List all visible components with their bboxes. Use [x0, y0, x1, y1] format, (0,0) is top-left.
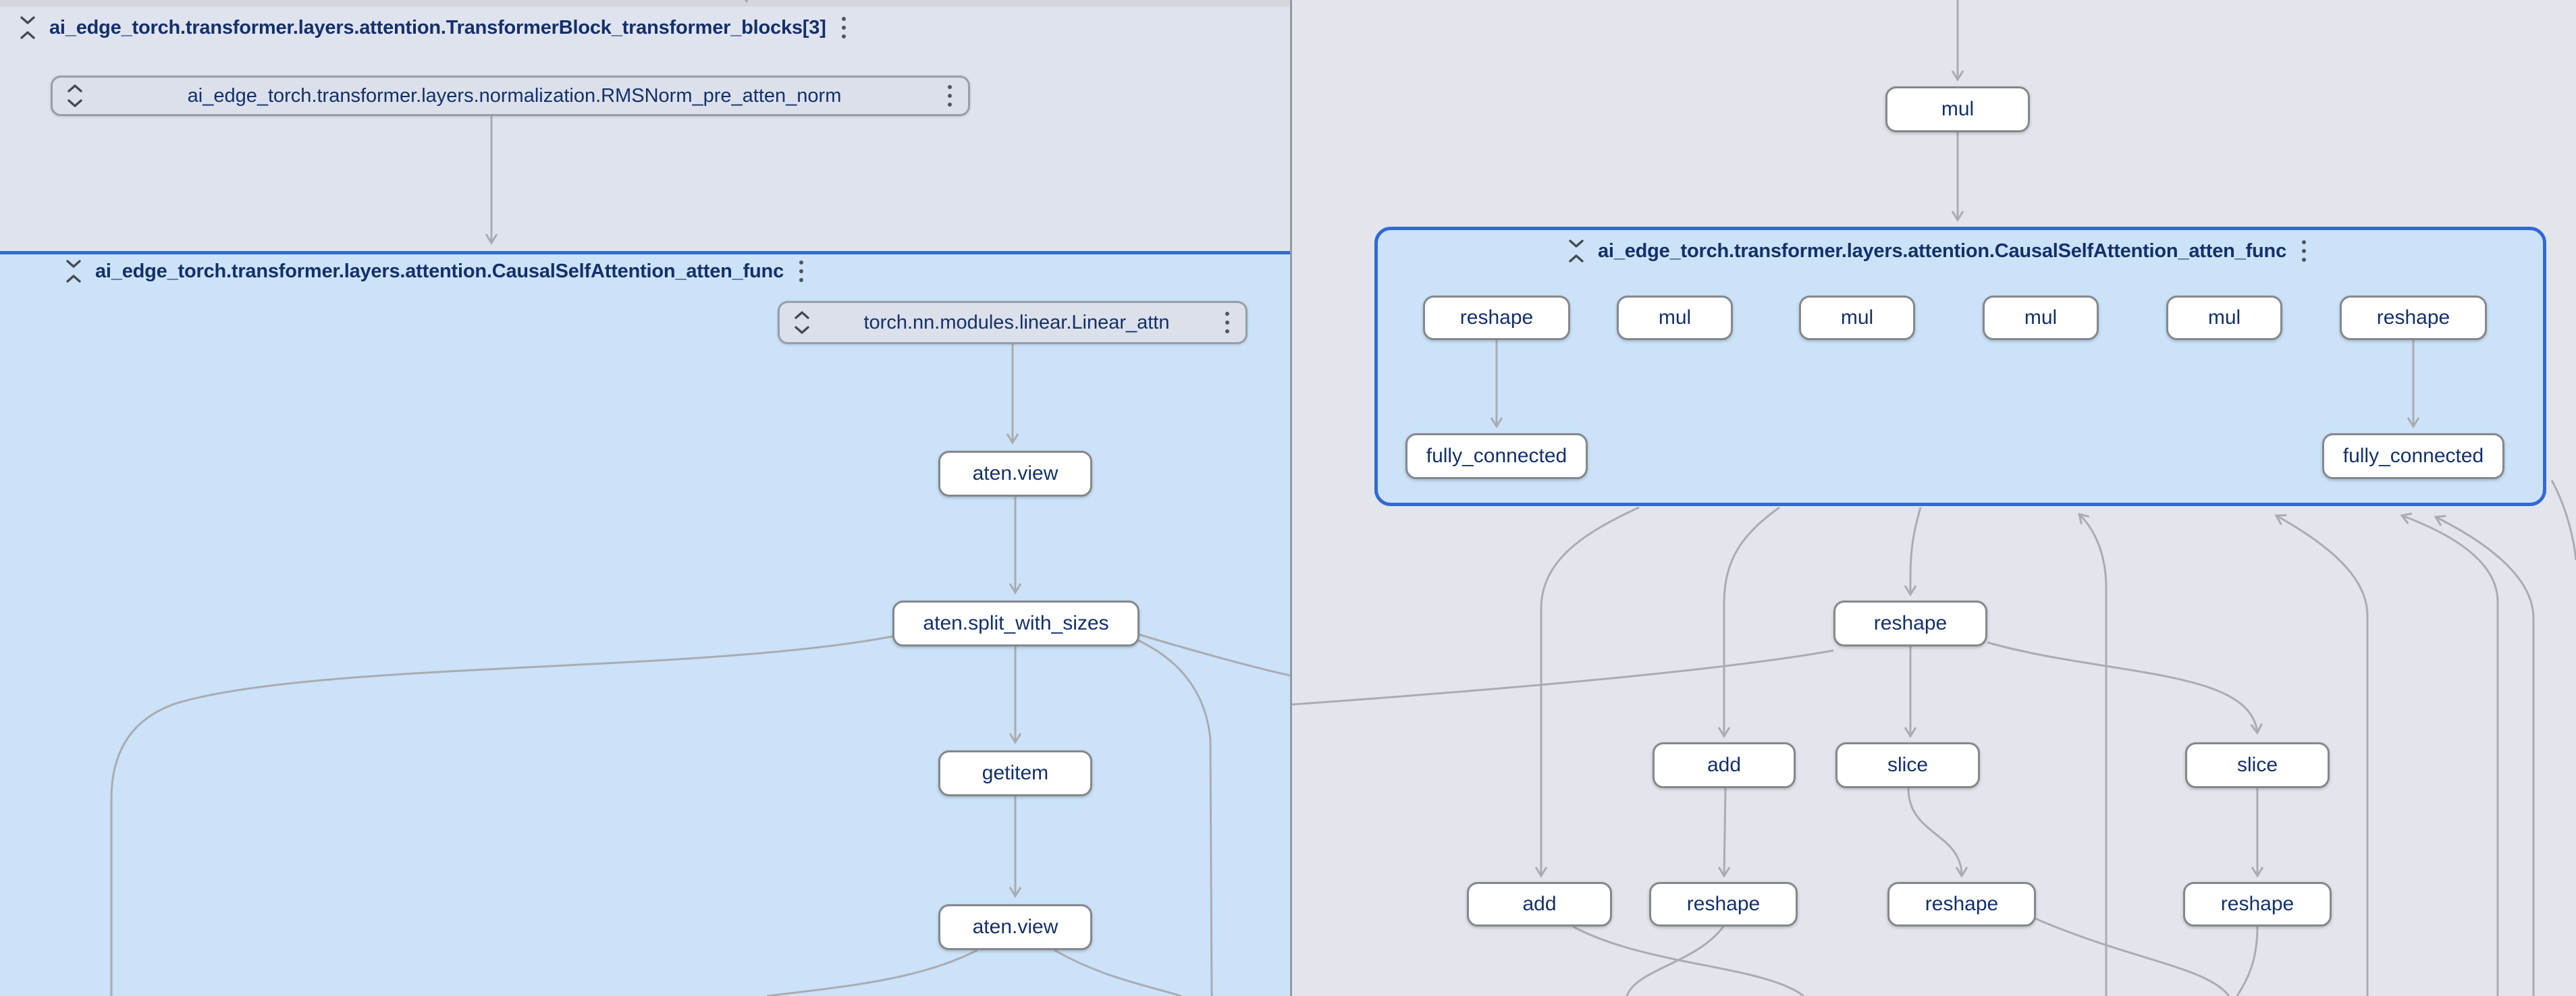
- op-node-add-bottomleft[interactable]: add: [1467, 882, 1612, 926]
- op-node-reshape-b2[interactable]: reshape: [1649, 882, 1798, 926]
- op-node-label: reshape: [1925, 893, 1999, 915]
- op-node-aten-split-with-sizes[interactable]: aten.split_with_sizes: [892, 601, 1139, 646]
- right-pane-edges: [1291, 0, 2576, 996]
- collapsed-node-rmsnorm[interactable]: ai_edge_torch.transformer.layers.normali…: [51, 76, 970, 116]
- edge-up-into-group-4: [2434, 515, 2535, 996]
- op-node-label: getitem: [982, 762, 1049, 784]
- op-node-mul-1[interactable]: mul: [1617, 296, 1733, 340]
- expand-icon[interactable]: [63, 82, 86, 110]
- op-node-label: mul: [2207, 306, 2241, 329]
- op-node-label: aten.split_with_sizes: [923, 612, 1109, 634]
- edge-add-bottomleft-out: [1572, 925, 1804, 996]
- op-node-label: aten.view: [972, 462, 1058, 485]
- op-node-label: reshape: [2376, 306, 2450, 329]
- edge-up-into-group-1: [2077, 512, 2108, 996]
- op-node-label: reshape: [2220, 893, 2295, 915]
- op-node-getitem[interactable]: getitem: [938, 750, 1092, 796]
- op-node-label: reshape: [1873, 612, 1948, 634]
- op-node-reshape-b4[interactable]: reshape: [2183, 882, 2332, 926]
- op-node-label: aten.view: [972, 916, 1058, 938]
- edge-group-to-reshape-center: [1904, 507, 1922, 597]
- edge-group-to-add-bottomleft: [1534, 506, 1640, 878]
- pane-resize-divider[interactable]: [1290, 0, 1292, 996]
- kebab-menu-icon[interactable]: [942, 82, 957, 110]
- edge-up-into-group-3: [2400, 512, 2499, 996]
- edge-reshape-b4-out: [2236, 926, 2259, 996]
- op-node-label: mul: [1658, 306, 1692, 329]
- op-node-label: mul: [1840, 306, 1874, 329]
- op-node-label: slice: [2236, 754, 2278, 776]
- op-node-label: mul: [1941, 98, 1975, 120]
- kebab-menu-icon[interactable]: [836, 13, 851, 42]
- collapsed-node-label: ai_edge_torch.transformer.layers.normali…: [187, 84, 842, 107]
- op-node-label: reshape: [1686, 893, 1761, 915]
- edge-reshape-center-left-clipped: [1291, 649, 1834, 706]
- op-node-slice-right[interactable]: slice: [2185, 742, 2330, 788]
- edge-up-into-group-2: [2274, 514, 2369, 996]
- edge-reshape-b2-out: [1626, 926, 1725, 996]
- collapse-icon[interactable]: [1565, 237, 1588, 265]
- collapse-icon[interactable]: [16, 13, 39, 42]
- op-node-label: add: [1707, 754, 1742, 776]
- op-node-slice-center[interactable]: slice: [1835, 742, 1980, 788]
- transformer-block-title-bar[interactable]: ai_edge_torch.transformer.layers.attenti…: [16, 12, 851, 43]
- transformer-block-title: ai_edge_torch.transformer.layers.attenti…: [49, 16, 826, 38]
- op-node-label: reshape: [1459, 306, 1534, 329]
- op-node-label: slice: [1887, 754, 1928, 776]
- left-pane-edges: [110, 0, 1291, 996]
- edge-reshape-center-to-slice-right: [1987, 641, 2263, 735]
- op-node-add-middle[interactable]: add: [1653, 742, 1796, 788]
- op-node-aten-view[interactable]: aten.view: [938, 451, 1092, 497]
- op-node-reshape-1[interactable]: reshape: [1423, 296, 1570, 340]
- collapsed-node-label: torch.nn.modules.linear.Linear_attn: [863, 311, 1170, 333]
- causal-group-title-right: ai_edge_torch.transformer.layers.attenti…: [1598, 240, 2286, 262]
- collapse-icon[interactable]: [62, 257, 85, 285]
- op-node-label: fully_connected: [2342, 445, 2484, 467]
- op-node-mul-top[interactable]: mul: [1885, 86, 2030, 132]
- edge-slice-center-to-reshape-b3: [1907, 787, 1968, 878]
- collapsed-node-linear-attn[interactable]: torch.nn.modules.linear.Linear_attn: [778, 301, 1247, 344]
- op-node-label: add: [1522, 893, 1557, 915]
- op-node-reshape-2[interactable]: reshape: [2340, 296, 2487, 340]
- op-node-label: fully_connected: [1426, 445, 1567, 467]
- kebab-menu-icon[interactable]: [2297, 237, 2311, 265]
- causal-group-title-bar-left[interactable]: ai_edge_torch.transformer.layers.attenti…: [62, 256, 809, 286]
- edge-split-right-clipped: [1137, 633, 1291, 677]
- edge-add-middle-to-reshape-b2: [1717, 787, 1731, 878]
- op-node-mul-2[interactable]: mul: [1799, 296, 1915, 340]
- expand-icon[interactable]: [790, 308, 813, 337]
- causal-group-title-bar-right[interactable]: ai_edge_torch.transformer.layers.attenti…: [1565, 236, 2311, 266]
- op-node-fully-connected-2[interactable]: fully_connected: [2322, 433, 2504, 479]
- causal-group-title-left: ai_edge_torch.transformer.layers.attenti…: [95, 260, 784, 282]
- edge-split-left-long: [110, 634, 897, 996]
- op-node-mul-4[interactable]: mul: [2166, 296, 2282, 340]
- op-node-label: mul: [2024, 306, 2058, 329]
- op-node-mul-3[interactable]: mul: [1983, 296, 2099, 340]
- op-node-reshape-center[interactable]: reshape: [1833, 601, 1987, 646]
- edge-view2-out-right: [1054, 949, 1182, 996]
- op-node-aten-view-2[interactable]: aten.view: [938, 904, 1092, 950]
- op-node-fully-connected-1[interactable]: fully_connected: [1405, 433, 1588, 479]
- edge-reshape-b3-out: [2033, 916, 2230, 996]
- kebab-menu-icon[interactable]: [794, 257, 809, 285]
- edge-right-gutter: [2550, 480, 2576, 561]
- kebab-menu-icon[interactable]: [1220, 308, 1235, 337]
- edge-view2-out-left: [766, 949, 978, 996]
- edge-split-right-down: [1136, 638, 1213, 996]
- op-node-reshape-b3[interactable]: reshape: [1887, 882, 2036, 926]
- edge-group-to-add-middle: [1717, 506, 1780, 738]
